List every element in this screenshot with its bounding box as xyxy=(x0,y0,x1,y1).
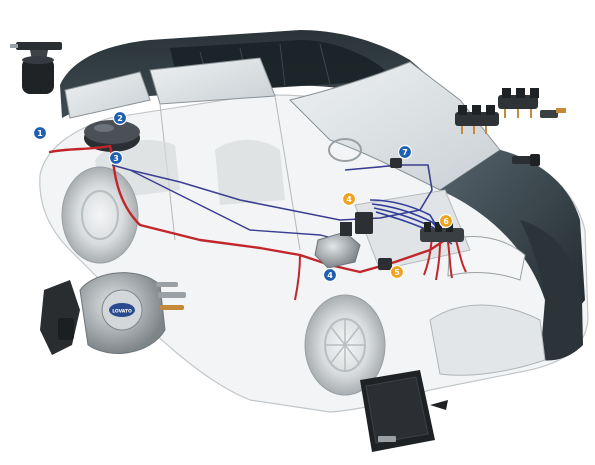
marker-1-circle xyxy=(32,125,48,141)
reducer-brand-label: LOVATO xyxy=(112,309,132,315)
injector-set-component xyxy=(455,88,566,134)
steering-wheel xyxy=(328,138,362,162)
marker-6-circle xyxy=(438,213,454,229)
injector-lines xyxy=(423,237,467,281)
marker-5-circle xyxy=(389,264,405,280)
filter-in-car xyxy=(378,258,392,270)
marker-5: 5 xyxy=(389,264,405,280)
ecu-component xyxy=(360,370,448,452)
ecu-in-car xyxy=(355,212,373,234)
front-seat xyxy=(215,139,285,205)
rear-wheel xyxy=(61,166,139,264)
switch-in-car xyxy=(390,158,402,168)
marker-6: 6 xyxy=(438,213,454,229)
sensor-component xyxy=(512,154,540,166)
marker-2-circle xyxy=(112,110,128,126)
marker-7-number: 7 xyxy=(402,148,408,157)
markers-layer: 1 2 3 4 4 5 6 7 xyxy=(32,110,454,283)
reducer-component xyxy=(40,272,186,355)
marker-4-blue: 4 xyxy=(322,267,338,283)
marker-3-circle xyxy=(108,150,124,166)
marker-6-number: 6 xyxy=(443,217,449,226)
marker-1-number: 1 xyxy=(37,129,43,138)
marker-4-orange: 4 xyxy=(341,191,357,207)
marker-7-circle xyxy=(397,144,413,160)
reducer-logo xyxy=(109,303,135,317)
marker-3-number: 3 xyxy=(113,154,119,163)
marker-2-number: 2 xyxy=(117,114,123,123)
marker-5-number: 5 xyxy=(394,268,400,277)
marker-3: 3 xyxy=(108,150,124,166)
reducer-in-car xyxy=(314,222,361,269)
marker-7: 7 xyxy=(397,144,413,160)
front-bumper xyxy=(429,304,546,376)
marker-4-blue-number: 4 xyxy=(327,271,333,280)
lpg-tank xyxy=(84,120,140,152)
marker-1: 1 xyxy=(32,125,48,141)
marker-4-orange-number: 4 xyxy=(346,195,352,204)
marker-4-orange-circle xyxy=(341,191,357,207)
front-fender xyxy=(520,220,583,361)
marker-2: 2 xyxy=(112,110,128,126)
multivalve-component xyxy=(10,42,62,94)
car-body xyxy=(39,30,589,413)
side-window-rear xyxy=(64,71,151,119)
windshield xyxy=(289,61,501,191)
marker-4-blue-circle xyxy=(322,267,338,283)
